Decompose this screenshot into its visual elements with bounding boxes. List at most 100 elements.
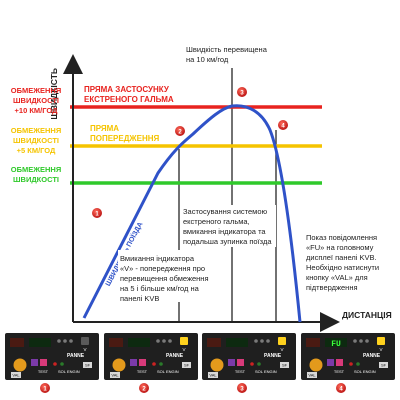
kvb-panel-1-sol-label: SOL [58,369,67,374]
brake-level-label: ОБМЕЖЕННЯ ШВИДКОСТІ +10 КМ/ГОД [11,86,61,115]
kvb-panel-4-main-display [325,338,347,347]
train-speed-curve [82,104,302,323]
kvb-panel-1-purple-button [31,359,38,366]
kvb-panel-4-lamp-red [349,362,353,366]
callout-brake-box [180,205,276,247]
kvb-panel-2-engin-label: ENGIN [166,369,179,374]
callout-fu-line-6: підтвердження [306,283,358,292]
kvb-panel-3-lamp-c [266,339,270,343]
kvb-panel-2-lamp-a [156,339,160,343]
kvb-panel-1-test-label: TEST [38,369,49,374]
callout-v-indicator: Вмикання індикатора «V» - попередження п… [120,254,209,303]
warning-zone-line-2: ПОПЕРЕДЖЕННЯ [90,134,160,143]
speed-limit-label: ОБМЕЖЕННЯ ШВИДКОСТІ [11,165,61,184]
kvb-panel-3-body [202,333,296,380]
callout-brake-line-2: екстреного гальма, [183,217,250,226]
kvb-panel-3-round-button [210,358,224,372]
kvb-panel-1-sf-label: SF [85,363,91,368]
kvb-panel-4-purple-button [327,359,334,366]
kvb-panel-3-val-button [208,372,218,378]
x-axis-label: ДИСТАНЦІЯ [342,310,392,320]
kvb-panel-1-main-display [29,338,51,347]
kvb-panel-2-body [104,333,198,380]
callout-fu-line-3: дисплеї панелі KVB. [306,253,377,262]
kvb-panel-4-engin-label: ENGIN [363,369,376,374]
marker-1-label: 1 [95,212,99,218]
callout-fu-line-4: Необхідно натиснути [306,263,379,272]
callout-v-line-2: «V» - попередження про [120,264,205,273]
callout-v-indicator-box [118,250,222,302]
kvb-panel-1-lamp-a [57,339,61,343]
kvb-panel-2-panne: PANNE [166,353,184,359]
kvb-panel-3-marker [237,383,247,393]
callout-fu-line-1: Показ повідомлення [306,233,377,242]
kvb-panel-2-sf-label: SF [184,363,190,368]
kvb-panel-1-panne: PANNE [67,353,85,359]
kvb-panel-4-lamp-a [353,339,357,343]
brake-zone-line-1: ПРЯМА ЗАСТОСУНКУ [84,85,170,94]
kvb-panel-3-marker-label: 3 [240,387,244,393]
speed-limit-line-2: ШВИДКОСТІ [13,175,59,184]
callout-brake-applied: Застосування системою екстреного гальма,… [183,207,272,246]
callout-exceeded-line-2: на 10 км/год [186,55,229,64]
kvb-panel-3-v-label: V [280,347,283,352]
kvb-panel-3-engin-label: ENGIN [264,369,277,374]
kvb-panel-2-v-label: V [182,347,185,352]
kvb-panel-1-lamp-green [60,362,64,366]
kvb-panel-2-lamp-green [159,362,163,366]
kvb-panel-1-marker-label: 1 [43,387,47,393]
warning-level-label: ОБМЕЖЕННЯ ШВИДКОСТІ +5 КМ/ГОД [11,126,61,155]
marker-4-label: 4 [281,124,285,130]
kvb-panel-2-val-label: VAL [111,373,119,378]
kvb-panel-3-lamp-red [250,362,254,366]
brake-level-line-3: +10 КМ/ГОД [15,106,59,115]
kvb-panel-3-sf-button [280,362,289,368]
kvb-panel-1-v-label: V [83,347,86,352]
brake-level-line-2: ШВИДКОСТІ [13,96,59,105]
kvb-panel-3-test-label: TEST [235,369,246,374]
kvb-panel-4-round-button [309,358,323,372]
kvb-panel-2-lamp-red [152,362,156,366]
warning-zone-label: ПРЯМА ПОПЕРЕДЖЕННЯ [90,124,160,143]
kvb-panel-3-val-label: VAL [209,373,217,378]
callout-v-line-1: Вмикання індикатора [120,254,195,263]
kvb-panel-3-small-display [207,338,221,347]
kvb-panel-1-lamp-c [69,339,73,343]
kvb-panel-2-test-label: TEST [137,369,148,374]
kvb-panel-4-small-display [306,338,320,347]
kvb-panel-2-small-display [109,338,123,347]
kvb-panel-4-panne: PANNE [363,353,381,359]
kvb-panel-1-engin-label: ENGIN [67,369,80,374]
kvb-panel-1-body [5,333,99,380]
brake-zone-line-2: ЕКСТРЕНОГО ГАЛЬМА [84,95,174,104]
kvb-panel-4-fu-text: FU [331,340,341,349]
callout-exceeded: Швидкість перевищена на 10 км/год [186,45,268,64]
kvb-panel-4-val-button [307,372,317,378]
brake-zone-label: ПРЯМА ЗАСТОСУНКУ ЕКСТРЕНОГО ГАЛЬМА [84,85,174,104]
speed-limit-line-1: ОБМЕЖЕННЯ [11,165,61,174]
kvb-panel-2-marker [139,383,149,393]
marker-4: 4 [278,120,288,130]
warning-zone-line-1: ПРЯМА [90,124,119,133]
kvb-panel-1-round-button [13,358,27,372]
kvb-panel-4-lamp-green [356,362,360,366]
kvb-panel-4-v-label: V [379,347,382,352]
marker-3: 3 [237,87,247,97]
warning-level-line-1: ОБМЕЖЕННЯ [11,126,61,135]
callout-fu-message: Показ повідомлення «FU» на головному дис… [306,233,379,292]
brake-level-line-1: ОБМЕЖЕННЯ [11,86,61,95]
kvb-panel-1-v-indicator [81,337,89,345]
callout-brake-line-3: вмикання індикатора та [183,227,266,236]
kvb-panel-2-lamp-b [162,339,166,343]
kvb-panel-2-marker-label: 2 [142,387,146,393]
kvb-panel-2-val-button [110,372,120,378]
kvb-panel-4-v-indicator [377,337,385,345]
callout-fu-line-5: кнопку «VAL» для [306,273,368,282]
kvb-panel-4-lamp-c [365,339,369,343]
kvb-panel-2-purple-button [130,359,137,366]
